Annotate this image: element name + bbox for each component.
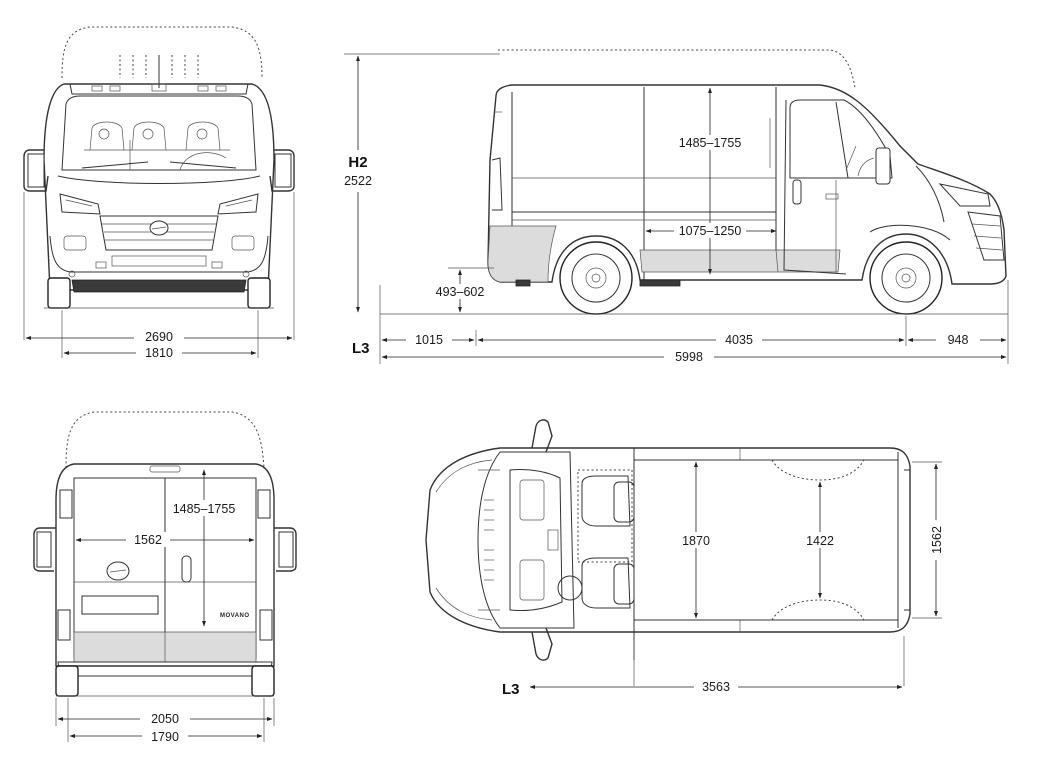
rear-door-height-label: 1485–1755 <box>173 502 236 516</box>
side-length-class-label: L3 <box>352 340 370 357</box>
side-view <box>344 49 1009 364</box>
front-view <box>23 26 295 358</box>
side-load-sill-label: 493–602 <box>436 285 485 299</box>
top-length-class-label: L3 <box>502 681 520 698</box>
top-view <box>425 419 942 686</box>
top-wheel-arch-width-label: 1422 <box>806 534 834 548</box>
top-cargo-width-label: 1870 <box>682 534 710 548</box>
side-front-overhang-label: 948 <box>948 333 969 347</box>
top-cargo-length-label: 3563 <box>702 680 730 694</box>
rear-track-label: 1790 <box>151 730 179 744</box>
side-rear-overhang-label: 1015 <box>415 333 443 347</box>
side-wheelbase-label: 4035 <box>725 333 753 347</box>
rear-body-width-label: 2050 <box>151 712 179 726</box>
side-height-class-label: H2 <box>348 154 367 171</box>
side-overall-length-label: 5998 <box>675 350 703 364</box>
top-rear-width-label: 1562 <box>930 526 944 554</box>
rear-badge-text: MOVANO <box>220 613 250 619</box>
side-door-width-label: 1075–1250 <box>679 224 742 238</box>
front-overall-width-label: 2690 <box>145 330 173 344</box>
rear-view: MOVANO <box>33 411 297 742</box>
side-height-label: 2522 <box>344 174 372 188</box>
rear-door-width-label: 1562 <box>134 533 162 547</box>
front-track-label: 1810 <box>145 346 173 360</box>
side-cargo-height-label: 1485–1755 <box>679 136 742 150</box>
